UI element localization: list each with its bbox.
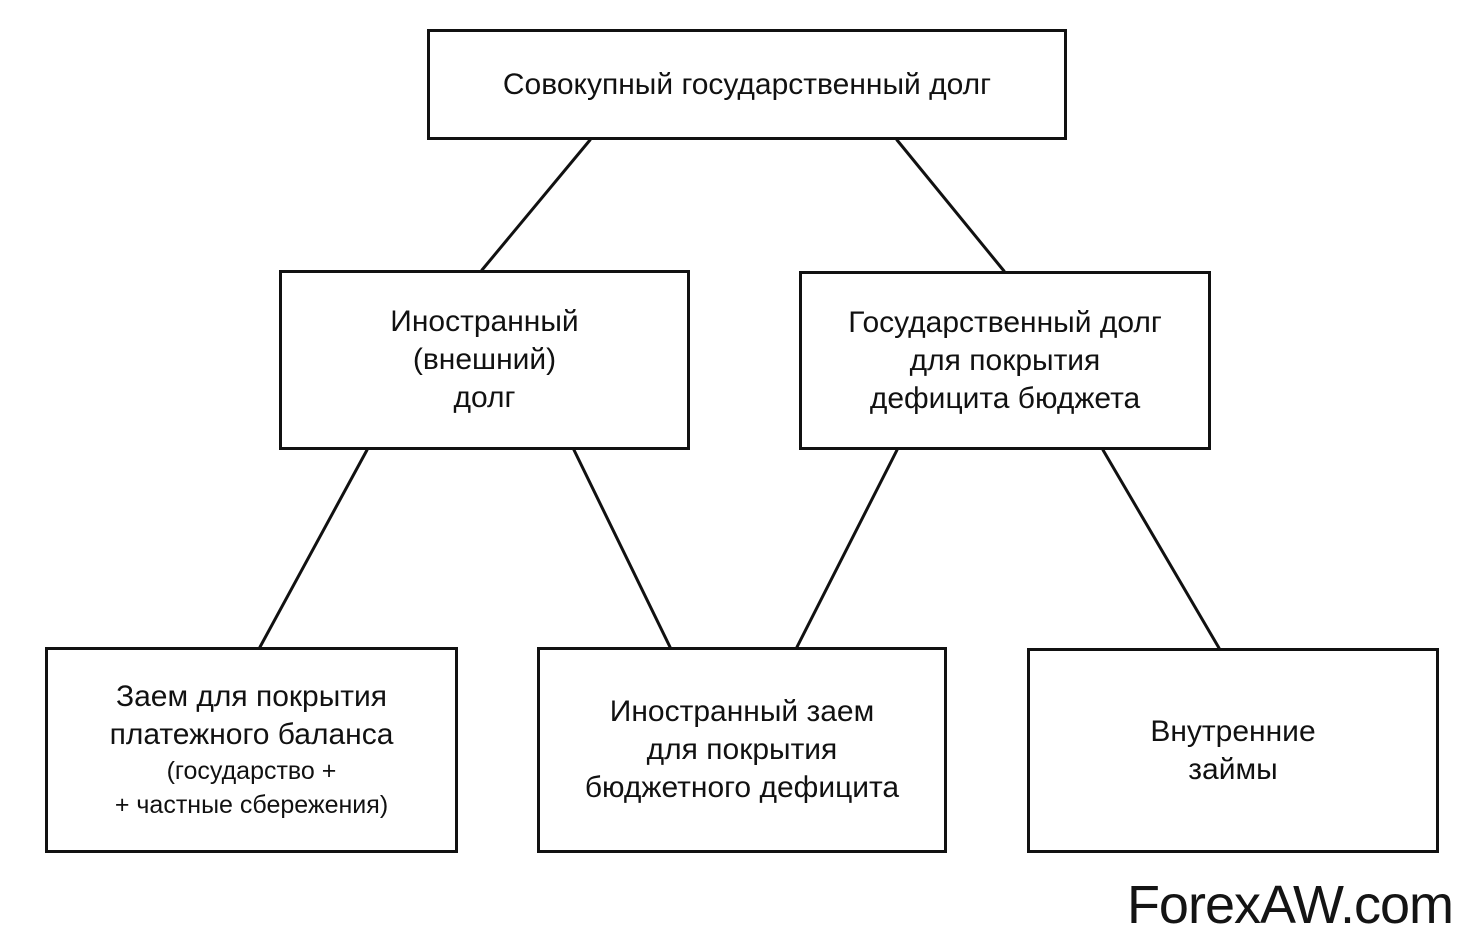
edge-root-budget [895, 138, 1006, 273]
node-budget-deficit-debt: Государственный долг для покрытия дефици… [799, 271, 1211, 450]
node-note: + частные сбережения) [114, 791, 389, 819]
node-foreign-budget-loan: Иностранный заем для покрытия бюджетного… [537, 647, 947, 853]
node-text: Иностранный [390, 305, 579, 338]
node-text: (внешний) [412, 343, 557, 376]
node-text: бюджетного дефицита [584, 771, 900, 804]
edge-root-foreign [480, 138, 592, 272]
node-balance-of-payments-loan: Заем для покрытия платежного баланса (го… [45, 647, 458, 853]
node-text: Государственный долг [848, 305, 1162, 339]
node-text: для покрытия [646, 733, 838, 766]
node-text: займы [1188, 752, 1278, 786]
node-text: Иностранный заем [609, 695, 875, 728]
node-internal-loans: Внутренние займы [1027, 648, 1439, 853]
node-text: Заем для покрытия [115, 680, 388, 713]
edge-foreign-loan-balance [258, 448, 369, 649]
node-total-public-debt: Совокупный государственный долг [427, 29, 1067, 140]
watermark-text: ForexAW.com [1126, 875, 1454, 935]
edge-budget-loan-budget [795, 448, 899, 649]
edge-budget-internal [1101, 448, 1221, 650]
node-text: Совокупный государственный долг [502, 67, 992, 101]
node-text: для покрытия [909, 343, 1101, 377]
node-text: дефицита бюджета [869, 381, 1141, 415]
node-foreign-debt: Иностранный (внешний) долг [279, 270, 690, 450]
edge-foreign-loan-budget [572, 448, 672, 649]
node-text: долг [453, 381, 516, 414]
node-note: (государство + [166, 757, 337, 785]
node-text: платежного баланса [109, 718, 394, 751]
node-text: Внутренние [1150, 714, 1316, 748]
